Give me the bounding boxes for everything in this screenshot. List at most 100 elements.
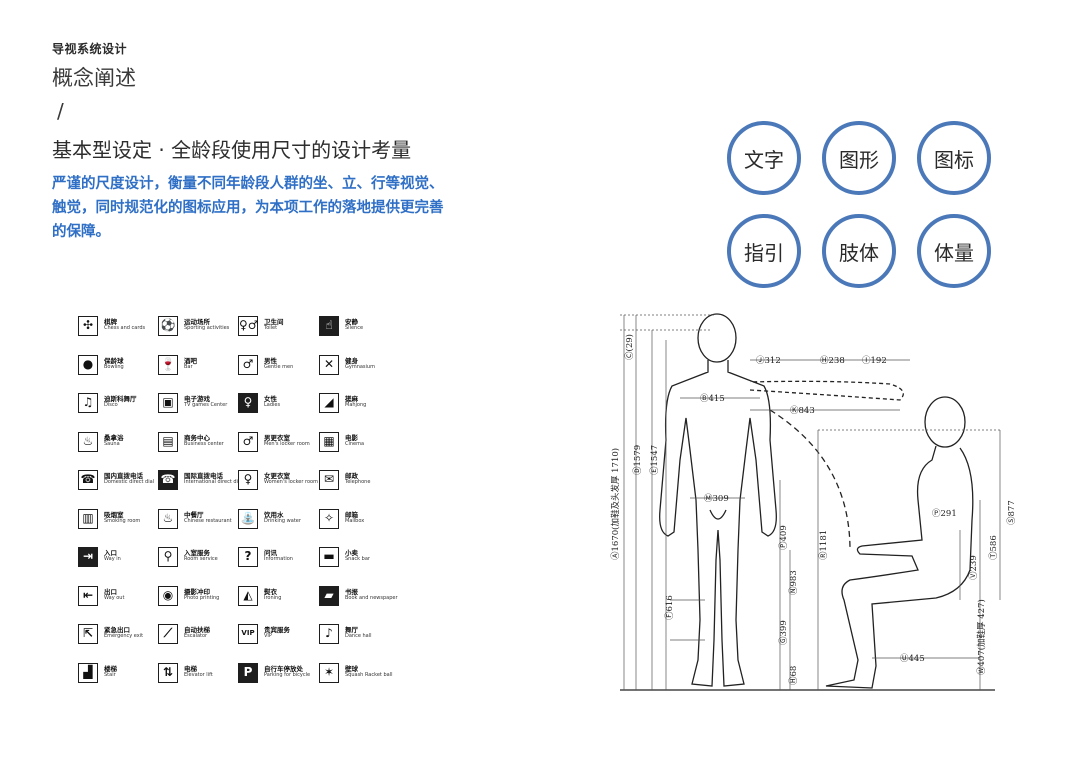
pictogram-label-en: Gentle men (264, 363, 294, 370)
pictogram-label-zh: 楼梯 (104, 664, 117, 673)
concept-circle-text: 文字 (727, 121, 801, 195)
section-kicker: 导视系统设计 (52, 42, 128, 56)
dim-shoulder: Ⓑ415 (700, 394, 725, 404)
dance-icon: ♪ (319, 624, 339, 644)
dim-hand: Ⓟ409 (779, 525, 789, 550)
pictogram-label-zh: 紧急出口 (104, 626, 130, 634)
dim-arm3: Ⓘ192 (862, 356, 887, 366)
pictogram-label-zh: 安静 (345, 318, 358, 326)
pictogram-label-zh: 舞厅 (345, 626, 358, 634)
seated-figure (825, 396, 974, 689)
concept-circle-guide: 指引 (727, 214, 801, 288)
entrance-icon: ⇥ (78, 547, 98, 567)
pictogram-label-zh: 自动扶梯 (184, 626, 210, 634)
bike-parking-icon: P (238, 662, 258, 683)
pictogram-label-en: Ironing (264, 594, 282, 601)
emergency-icon: ⇱ (78, 624, 98, 644)
pictogram-label-zh: 电子游戏 (184, 395, 210, 403)
dim-head: Ⓒ(29) (624, 334, 635, 360)
pictogram-label-zh: 小卖 (345, 549, 358, 557)
pictogram-label-en: Room service (184, 556, 218, 562)
ladies-icon: ♀ (238, 393, 258, 413)
pictogram-label-en: Way in (104, 556, 121, 562)
pictogram-label-en: Smoking room (104, 517, 141, 524)
pictogram-label-en: Chess and cards (104, 325, 146, 331)
men-locker-icon: ♂ (238, 431, 258, 452)
pictogram-label-en: Mailbox (345, 517, 365, 524)
pictogram-label-zh: 迪斯科舞厅 (104, 395, 137, 403)
dim-ankle: Ⓗ68 (789, 666, 799, 685)
info-icon: ? (238, 547, 258, 567)
pictogram-label-zh: 卫生间 (264, 318, 284, 326)
pictogram-label-en: Stair (104, 671, 116, 678)
concept-circle-icon: 图标 (917, 121, 991, 195)
dim-eye-seated: Ⓣ586 (989, 535, 999, 560)
title-separator: / (57, 99, 64, 123)
dim-reach: Ⓚ843 (790, 406, 815, 416)
squash-icon: ✶ (319, 662, 339, 683)
pictogram-label-en: Disco (104, 402, 118, 408)
books-icon: ▰ (319, 585, 339, 606)
pictogram-label-en: Snack bar (345, 556, 370, 562)
dim-hip: Ⓜ309 (704, 494, 729, 504)
water-icon: ⛲ (238, 508, 258, 529)
dim-crotch: Ⓕ616 (665, 595, 675, 620)
pictogram-label-en: Dance hall (345, 633, 372, 639)
dim-seated-height: Ⓢ877 (1007, 500, 1017, 525)
pictogram-label-zh: 中餐厅 (184, 510, 204, 519)
pictogram-label-zh: 商务中心 (184, 433, 210, 442)
sports-icon: ⚽ (158, 316, 178, 336)
pictogram-label-en: Escalator (184, 633, 208, 639)
intl-phone-icon: ☎ (158, 470, 178, 490)
pictogram-label-en: Emergency exit (104, 633, 144, 639)
pictogram-label-en: TV games Center (184, 402, 228, 408)
pictogram-label-en: VIP (264, 633, 272, 639)
pictogram-label-en: Sauna (104, 440, 120, 447)
page-title: 概念阐述 (52, 66, 136, 90)
dim-wrist: Ⓝ983 (789, 570, 799, 595)
gym-icon: ✕ (319, 354, 339, 375)
reach-arc (749, 380, 904, 401)
pictogram-label-en: International direct dial (184, 479, 243, 485)
pictogram-label-zh: 国际直拨电话 (184, 472, 223, 480)
pictogram-label-en: Telephone (345, 479, 371, 485)
dim-shoulder-height: Ⓔ1547 (650, 445, 660, 475)
pictogram-label-zh: 摄影冲印 (184, 587, 210, 596)
games-icon: ▣ (158, 393, 178, 413)
pictogram-label-zh: 入室服务 (184, 549, 210, 557)
pictogram-label-zh: 男性 (264, 356, 277, 365)
pictogram-label-zh: 书报 (345, 587, 358, 596)
pictogram-label-en: Cinema (345, 440, 365, 447)
concept-circle-graphic: 图形 (822, 121, 896, 195)
pictogram-label-zh: 入口 (104, 549, 117, 557)
room-service-icon: ⚲ (158, 547, 178, 567)
bowling-icon: ● (78, 354, 98, 375)
dim-chest: Ⓟ291 (932, 509, 957, 519)
pictogram-label-en: Silence (345, 325, 364, 331)
escalator-icon: ⟋ (158, 624, 178, 644)
pictogram-label-zh: 健身 (345, 356, 358, 365)
pictogram-label-zh: 运动场所 (184, 318, 210, 326)
snack-icon: ▬ (319, 547, 339, 567)
dim-total-height: Ⓐ1670(加鞋及头发厚 1710) (610, 448, 621, 560)
